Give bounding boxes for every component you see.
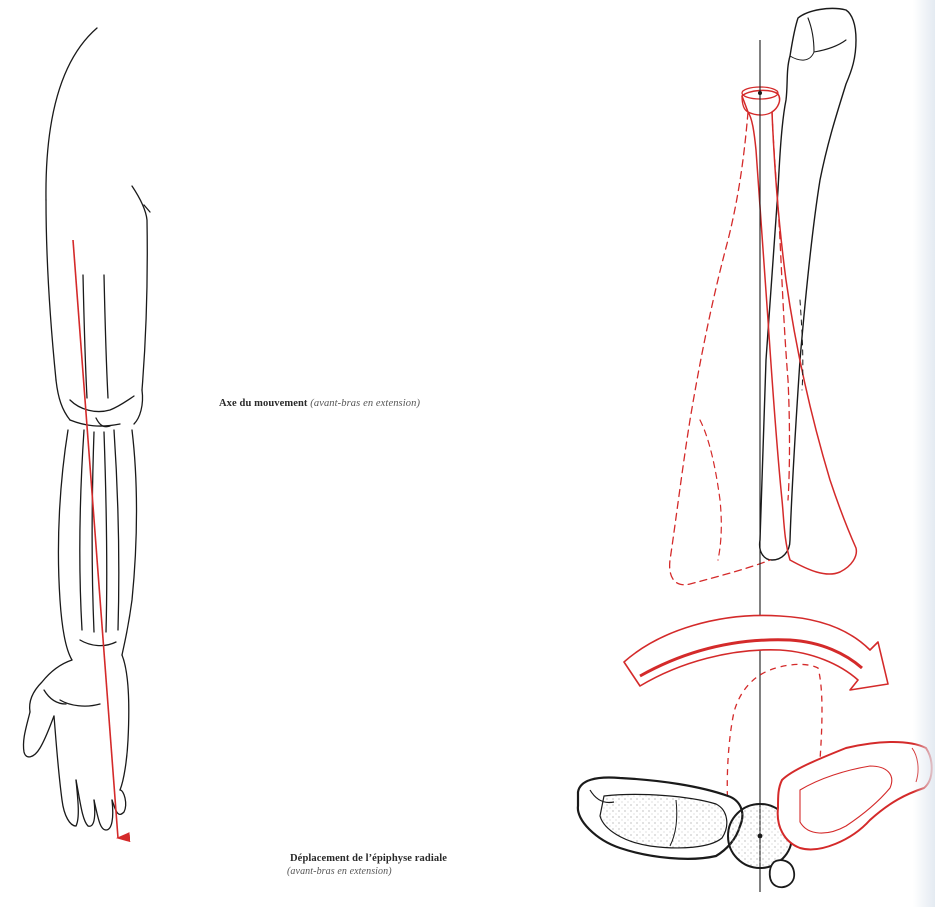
displacement-caption-note: (avant-bras en extension) xyxy=(287,865,447,878)
page-edge-shadow xyxy=(913,0,935,907)
axis-caption-title: Axe du mouvement xyxy=(219,398,308,409)
displacement-caption-title: Déplacement de l’épiphyse radiale xyxy=(290,853,447,864)
epiphysis-sections xyxy=(578,664,932,887)
axis-caption-note: (avant-bras en extension) xyxy=(310,398,420,409)
displacement-caption: Déplacement de l’épiphyse radiale (avant… xyxy=(290,852,447,878)
rotation-arrow xyxy=(624,615,888,690)
axis-caption: Axe du mouvement (avant-bras en extensio… xyxy=(219,398,420,409)
forearm-bones xyxy=(670,8,857,584)
axis-point-top xyxy=(758,91,762,95)
